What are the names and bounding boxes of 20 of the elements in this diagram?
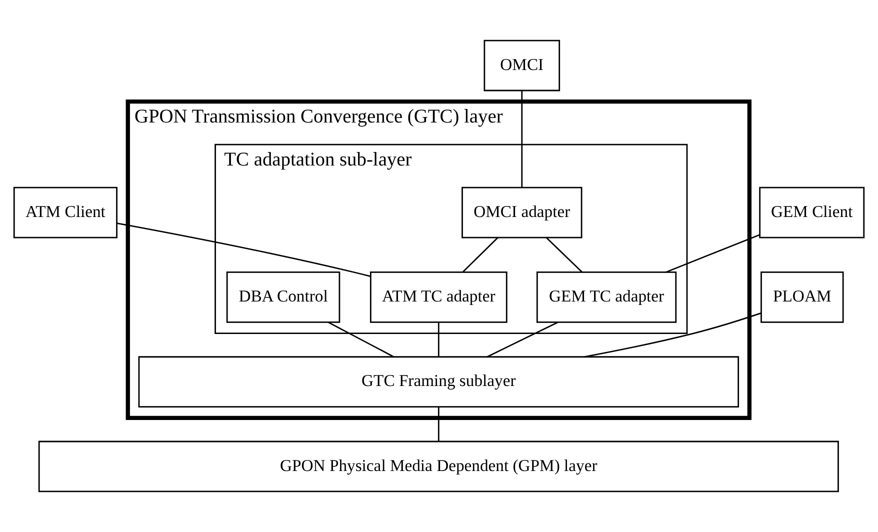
node-box: GPON Physical Media Dependent (GPM) layer bbox=[38, 440, 839, 492]
connector bbox=[462, 237, 498, 272]
node-box: ATM TC adapter bbox=[370, 272, 508, 323]
node-box: GTC Framing sublayer bbox=[138, 356, 740, 408]
node-box: GEM Client bbox=[759, 186, 865, 238]
node-box: ATM Client bbox=[13, 186, 118, 238]
node-box: GEM TC adapter bbox=[536, 272, 677, 323]
connector bbox=[666, 234, 760, 273]
connector bbox=[486, 322, 558, 358]
connector bbox=[584, 312, 762, 358]
node-box: PLOAM bbox=[760, 272, 844, 323]
connector bbox=[438, 406, 440, 442]
node-box: OMCI adapter bbox=[462, 186, 582, 238]
connector bbox=[438, 322, 440, 357]
connector bbox=[117, 222, 371, 278]
connector bbox=[521, 90, 523, 188]
node-box: DBA Control bbox=[226, 272, 340, 323]
connector bbox=[546, 237, 582, 272]
node-box: OMCI bbox=[484, 40, 560, 92]
connector bbox=[328, 322, 394, 358]
